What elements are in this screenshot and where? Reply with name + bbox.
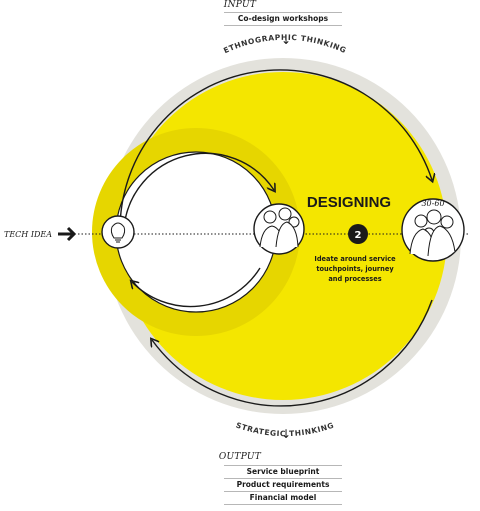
output-item-service-blueprint: Service blueprint [246,467,320,476]
inner-white-circle [115,151,277,313]
output-heading: OUTPUT [218,452,262,462]
stage-description-line-2: touchpoints, journey [316,265,394,273]
output-rule-2 [224,478,342,479]
stage-number-badge [348,224,368,244]
ring-label-top: ETHNOGRAPHIC THINKING [222,33,348,55]
small-group-icon [253,203,305,255]
input-item-co-design: Co-design workshops [237,14,329,23]
tech-idea-arrow-icon [58,226,77,242]
input-arrow-down-icon: ↓ [281,33,292,47]
output-arrow-down-icon: ↓ [281,427,292,441]
stage-title: DESIGNING [307,194,391,211]
stage-description-line-3: and processes [328,275,381,283]
inner-loop-top-arc [123,152,274,229]
input-rule-bottom [224,25,342,26]
stage-number: 2 [355,230,362,241]
output-item-product-requirements: Product requirements [236,480,330,489]
outer-flow-arc [119,69,432,231]
lightbulb-icon [101,215,135,249]
input-rule-top [224,12,342,13]
output-rule-4 [224,504,342,505]
output-rule-1 [224,465,342,466]
stage-description-line-1: Ideate around service [314,255,396,263]
tech-idea-label: TECH IDEA [4,230,52,239]
inner-loop-bottom-arc [132,267,261,308]
output-rule-3 [224,491,342,492]
input-heading: INPUT [223,0,257,10]
outer-return-arc [152,299,433,407]
output-item-financial-model: Financial model [249,493,317,502]
group-size-caption: 30-60 [421,199,444,208]
large-group-icon: 30-60 [401,198,465,262]
